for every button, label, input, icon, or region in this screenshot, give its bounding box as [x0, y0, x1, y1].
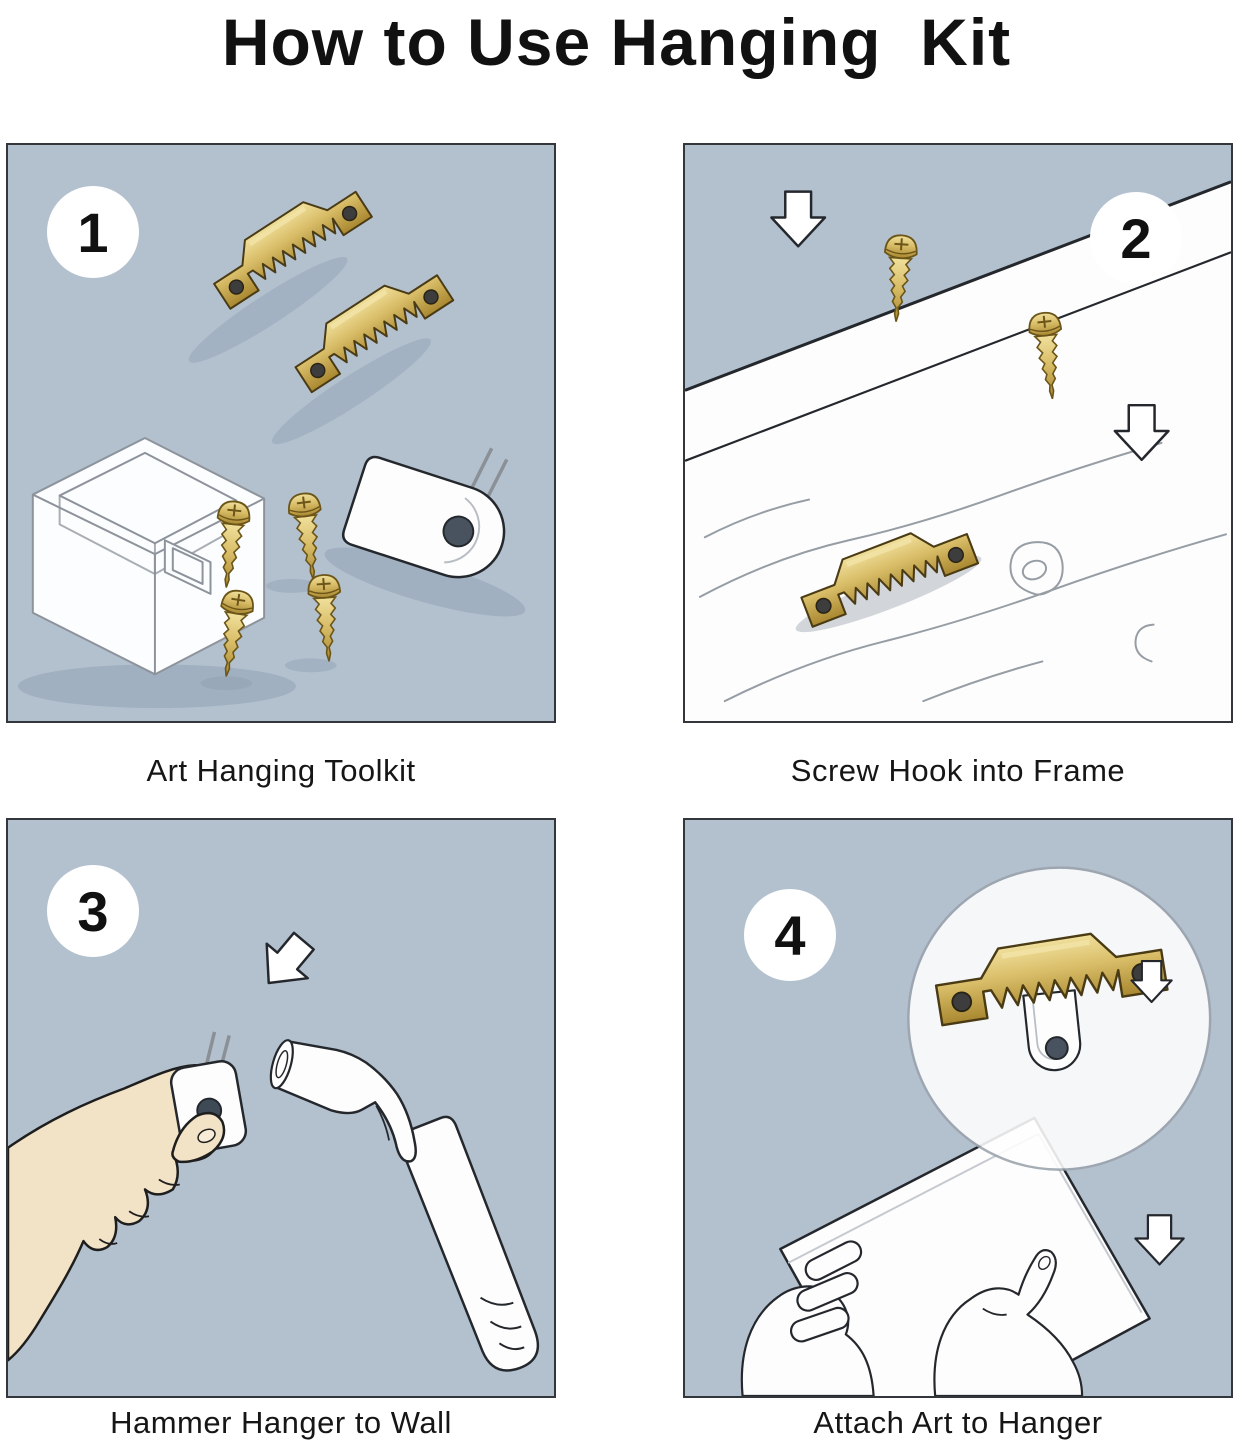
sawtooth-hanger-icon	[934, 932, 1169, 1027]
step-number-badge: 2	[1090, 192, 1182, 284]
step-2-panel: 2	[683, 143, 1233, 723]
step-1-caption: Art Hanging Toolkit	[146, 752, 416, 788]
hanging-hook-icon	[1022, 989, 1082, 1072]
step-number-badge: 4	[744, 889, 836, 981]
panel-grid: 1 Art Hanging Toolkit	[6, 143, 1233, 1448]
hammer-icon	[269, 1039, 540, 1372]
step-number: 1	[77, 200, 109, 264]
storage-box	[31, 436, 266, 676]
step-number-badge: 1	[47, 186, 139, 278]
step-1-panel: 1	[6, 143, 556, 723]
wood-grain	[698, 441, 1228, 703]
down-arrow-icon	[1113, 403, 1170, 462]
sawtooth-hanger-icon	[213, 190, 373, 310]
step-2-illustration	[685, 180, 1231, 721]
step-number: 4	[774, 903, 806, 967]
down-arrow-icon	[770, 190, 827, 248]
step-number: 3	[77, 879, 109, 943]
down-arrow-icon	[1130, 959, 1173, 1004]
down-left-arrow-icon	[265, 931, 315, 985]
screw-icon	[307, 574, 342, 662]
step-3-illustration	[8, 931, 540, 1372]
step-number: 2	[1120, 206, 1152, 270]
step-4-panel: 4	[683, 818, 1233, 1398]
step-3: 3 Hammer Hanger to Wall	[6, 818, 556, 1448]
right-hand-icon	[933, 1249, 1084, 1396]
step-3-panel: 3	[6, 818, 556, 1398]
screw-icon	[884, 234, 918, 322]
step-3-caption: Hammer Hanger to Wall	[110, 1405, 452, 1440]
down-arrow-icon	[1134, 1214, 1185, 1266]
step-4: 4 Attach Art to Hanger	[683, 818, 1233, 1448]
screw-icon	[220, 589, 254, 677]
step-1: 1 Art Hanging Toolkit	[6, 143, 556, 818]
left-hand-icon	[740, 1240, 875, 1396]
wall-hook-icon	[341, 447, 509, 579]
thumb-icon	[171, 1111, 226, 1164]
step-4-caption: Attach Art to Hanger	[813, 1405, 1103, 1440]
step-number-badge: 3	[47, 865, 139, 957]
step-1-illustration	[17, 190, 526, 709]
sawtooth-hanger-icon	[800, 532, 980, 628]
screw-icon	[288, 492, 322, 580]
step-2-caption: Screw Hook into Frame	[790, 752, 1126, 788]
page-title: How to Use Hanging Kit	[221, 5, 1012, 79]
step-2: 2 Screw Hook into Frame	[683, 143, 1233, 818]
screw-icon	[216, 500, 251, 588]
step-4-illustration	[740, 866, 1212, 1396]
screw-icon	[1028, 311, 1063, 400]
sawtooth-hanger-icon	[294, 274, 455, 394]
